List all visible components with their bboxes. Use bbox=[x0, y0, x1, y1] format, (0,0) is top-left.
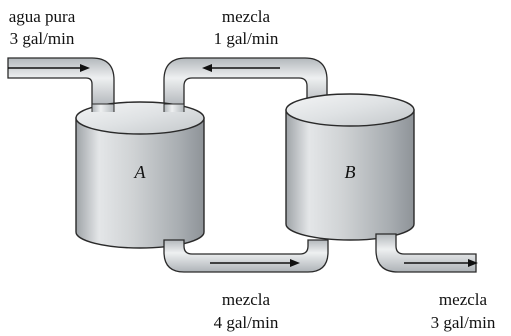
inflow-pipe bbox=[7, 57, 115, 112]
top-pipe-label-line2: 1 gal/min bbox=[214, 29, 279, 48]
tank-a-label: A bbox=[134, 162, 147, 182]
outflow-arrow bbox=[404, 259, 478, 267]
bottom-pipe-label-line2: 4 gal/min bbox=[214, 313, 279, 332]
outflow-label-line1: mezcla bbox=[439, 290, 488, 309]
bottom-connecting-pipe bbox=[163, 239, 329, 273]
inflow-arrow bbox=[8, 64, 90, 72]
tank-a bbox=[75, 101, 205, 249]
bottom-pipe-arrow bbox=[210, 259, 300, 267]
bottom-pipe-label-line1: mezcla bbox=[222, 290, 271, 309]
tank-b-label: B bbox=[345, 162, 356, 182]
inflow-label-line2: 3 gal/min bbox=[10, 29, 75, 48]
inflow-label-line1: agua pura bbox=[9, 7, 76, 26]
tank-b bbox=[285, 93, 415, 241]
top-pipe-label-line1: mezcla bbox=[222, 7, 271, 26]
top-pipe-arrow bbox=[202, 64, 280, 72]
outflow-pipe bbox=[375, 233, 477, 273]
outflow-label-line2: 3 gal/min bbox=[431, 313, 496, 332]
